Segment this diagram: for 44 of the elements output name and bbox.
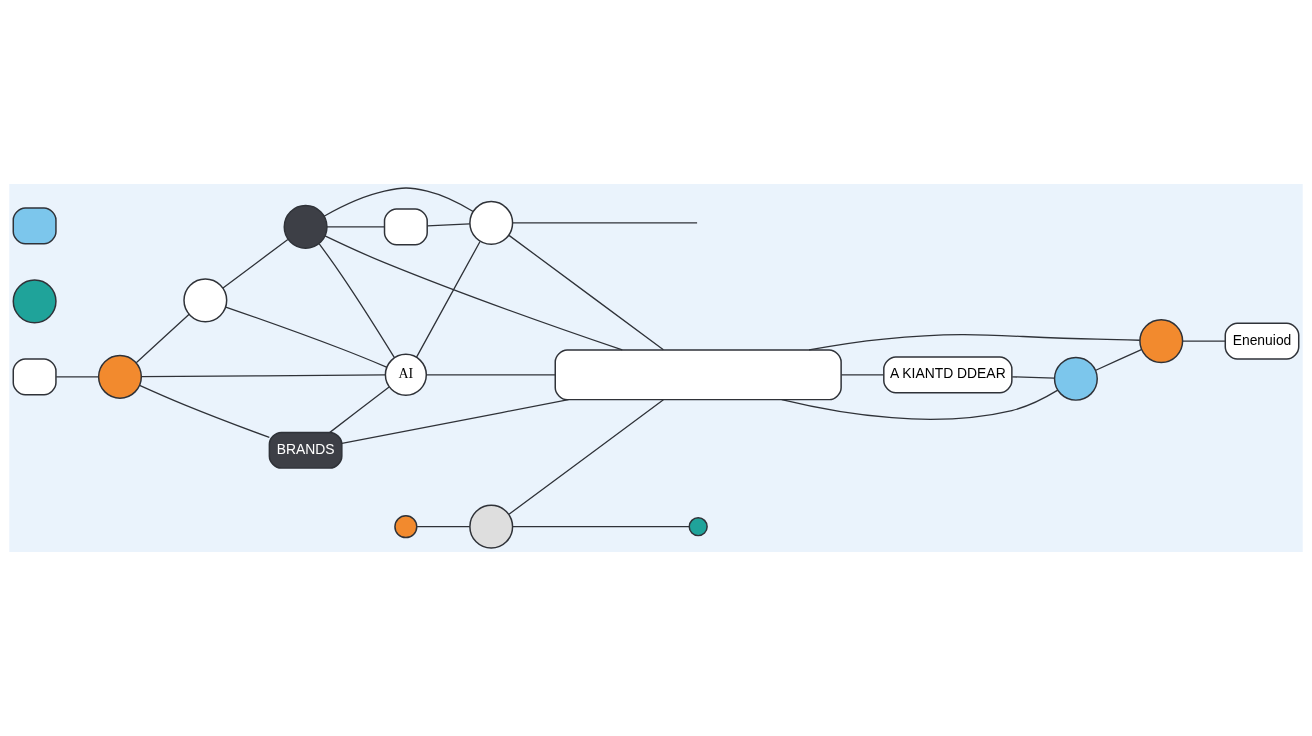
connector [318,243,395,359]
node-box [554,349,842,401]
connector [326,226,385,228]
connector [140,374,386,378]
node-circle [1053,356,1098,401]
connector [840,374,885,376]
connector [1095,348,1143,371]
connector [1182,340,1226,342]
connector [225,306,388,368]
connector [426,223,471,227]
node-circle [469,200,514,246]
node-circle [283,204,328,249]
connector [1011,376,1056,379]
node-box: A KIANTD DDEAR [883,356,1013,394]
node-circle [1139,318,1184,364]
connector [808,334,1141,351]
node-box [12,358,57,396]
connector [323,187,474,217]
connector [135,313,190,364]
connector [55,376,100,378]
connector [511,526,690,528]
connector [222,238,289,289]
node-box: Enenuiod [1224,322,1300,360]
connector [341,399,570,445]
connector [138,384,270,439]
connector [508,399,665,515]
connector [415,240,481,358]
connector [781,389,1059,420]
node-circle [688,517,708,537]
connector [511,222,698,224]
node-box [12,207,57,245]
connector [324,235,623,351]
node-box [383,208,428,246]
connector [508,234,665,351]
node-circle [12,279,57,324]
connector [416,526,471,528]
node-circle: AI [384,353,428,396]
node-box: BRANDS [268,431,343,469]
node-circle [394,515,418,539]
connector [329,386,390,434]
connector [426,374,556,376]
node-circle [183,278,228,323]
node-circle [97,354,143,399]
node-circle [469,504,514,549]
